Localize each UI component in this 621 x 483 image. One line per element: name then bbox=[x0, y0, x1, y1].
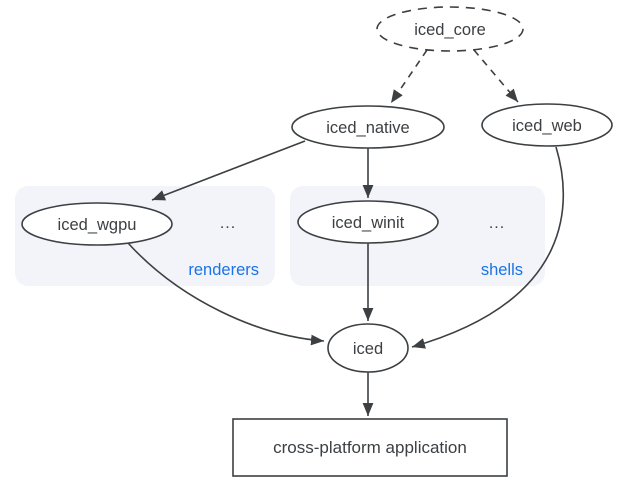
iced-native-label: iced_native bbox=[326, 119, 409, 137]
iced-web-label: iced_web bbox=[512, 117, 582, 135]
node-iced-wgpu: iced_wgpu bbox=[21, 202, 173, 246]
node-iced-winit: iced_winit bbox=[297, 200, 439, 244]
iced-native-ellipse bbox=[291, 105, 445, 149]
shells-group-label: shells bbox=[481, 261, 523, 279]
iced-winit-ellipse bbox=[297, 200, 439, 244]
node-iced-native: iced_native bbox=[291, 105, 445, 149]
node-application: cross-platform application bbox=[232, 418, 508, 477]
iced-ellipse bbox=[327, 323, 409, 373]
renderers-group-label: renderers bbox=[188, 261, 259, 279]
iced-label: iced bbox=[353, 340, 383, 358]
application-label: cross-platform application bbox=[273, 438, 467, 457]
iced-web-ellipse bbox=[481, 103, 613, 147]
iced-winit-label: iced_winit bbox=[332, 214, 405, 232]
edge-iced-native-to-iced-wgpu bbox=[151, 140, 306, 201]
node-iced-web: iced_web bbox=[481, 103, 613, 147]
edge-iced-wgpu-to-iced bbox=[127, 242, 325, 346]
iced-core-label: iced_core bbox=[414, 21, 486, 39]
edge-iced-core-to-iced-native bbox=[390, 49, 428, 104]
iced-wgpu-label: iced_wgpu bbox=[58, 216, 137, 234]
renderers-ellipsis: ... bbox=[220, 215, 236, 232]
node-iced: iced bbox=[327, 323, 409, 373]
iced-core-ellipse bbox=[376, 6, 524, 52]
edge-iced-web-to-iced bbox=[411, 146, 565, 349]
shells-ellipsis: ... bbox=[489, 215, 505, 232]
edges-layer bbox=[127, 49, 565, 416]
edge-iced-core-to-iced-web bbox=[473, 49, 519, 103]
node-iced-core: iced_core bbox=[376, 6, 524, 52]
application-rect bbox=[232, 418, 508, 477]
iced-wgpu-ellipse bbox=[21, 202, 173, 246]
